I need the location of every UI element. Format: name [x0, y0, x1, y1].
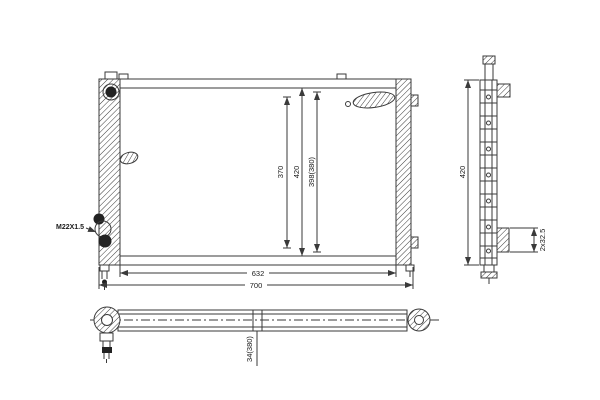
mount-tab-top-right — [336, 73, 347, 80]
filler-cap-center — [105, 86, 117, 98]
dim-label-side-height: 420 — [458, 166, 467, 179]
drain-plug — [99, 264, 110, 290]
dim-label-height-overall: 420 — [292, 166, 301, 179]
dim-label-width-overall: 700 — [250, 281, 263, 290]
front-view-dimensions — [85, 87, 414, 289]
inlet-port — [352, 91, 396, 109]
outlet-fitting-upper — [93, 213, 105, 225]
radiator-side-view — [479, 55, 511, 284]
radiator-bottom-view — [90, 306, 440, 366]
dim-label-height-core: 398(380) — [307, 156, 316, 187]
side-bottom-fitting — [480, 264, 498, 284]
side-tube-holes — [486, 94, 491, 254]
thread-leader — [85, 226, 97, 233]
bracket-right-lower — [410, 236, 419, 249]
left-port — [119, 151, 139, 165]
side-view-dimensions — [464, 79, 538, 266]
side-upper-pipe — [496, 83, 511, 98]
bottom-drain-assembly — [99, 332, 114, 363]
filler-cap — [102, 83, 120, 101]
right-tank — [395, 78, 412, 266]
filler-neck — [104, 71, 118, 80]
bottom-right-port-bore — [414, 315, 424, 325]
dim-label-depth: 34(380) — [245, 336, 254, 362]
dim-label-pipe: 2x32.5 — [538, 229, 547, 252]
outlet-fitting-lower — [98, 234, 112, 248]
side-top-neck — [484, 63, 494, 81]
side-top-cap — [482, 55, 496, 65]
inlet-small-hole — [345, 101, 351, 107]
dim-label-height-inner: 370 — [276, 166, 285, 179]
thread-label: M22X1.5 — [56, 224, 84, 231]
dim-label-width-core: 632 — [252, 269, 265, 278]
bracket-right-upper — [410, 94, 419, 107]
side-lower-pipe — [496, 227, 510, 253]
bottom-left-port-bore — [101, 314, 113, 326]
side-fins — [480, 89, 497, 259]
mount-tab-top-left — [118, 73, 129, 80]
radiator-front-view — [93, 71, 419, 290]
bottom-right-fitting — [405, 264, 415, 277]
